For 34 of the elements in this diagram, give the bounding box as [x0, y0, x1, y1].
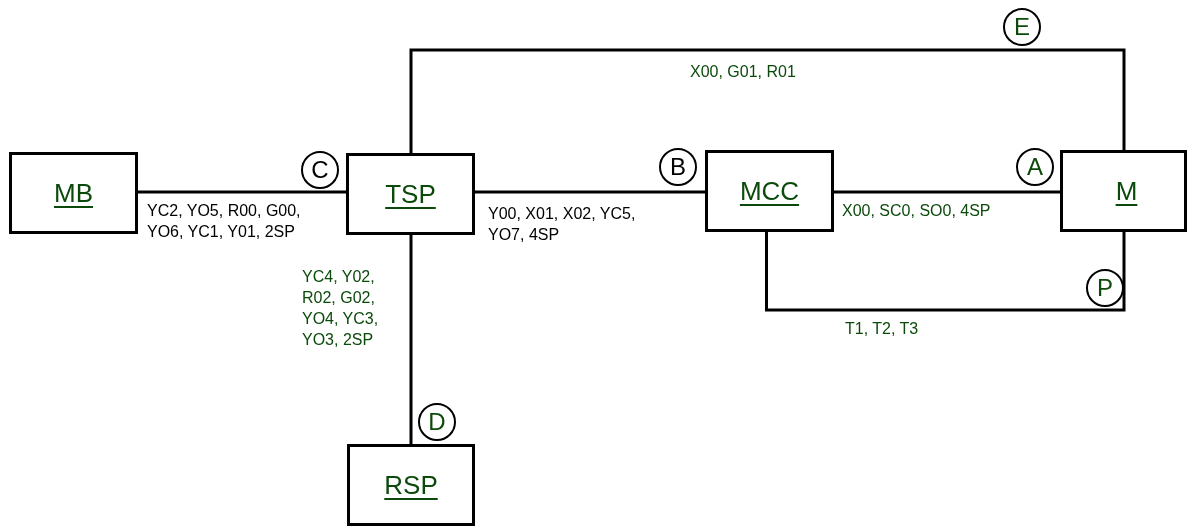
point-letter: E [1014, 15, 1030, 39]
block-name: MB [54, 177, 93, 209]
connector-line [475, 190, 705, 194]
block-box [705, 150, 834, 232]
edge-label: Y00, X01, X02, YC5, YO7, 4SP [488, 205, 636, 243]
edge-label: YC4, Y02, R02, G02, YO4, YC3, YO3, 2SP [302, 268, 379, 348]
point-marker-circle [418, 403, 456, 441]
point-marker-circle [1003, 8, 1041, 46]
block-box [9, 152, 138, 234]
point-letter: P [1097, 276, 1113, 300]
point-letter: C [311, 158, 329, 182]
edge-label: T1, T2, T3 [845, 320, 919, 337]
block-box [347, 444, 475, 526]
connector-line [409, 48, 1126, 153]
edge-label: X00, SC0, SO0, 4SP [842, 202, 991, 219]
point-letter: A [1027, 155, 1043, 179]
point-marker-circle [659, 148, 697, 186]
connector-line [409, 235, 413, 444]
connector-line [765, 232, 1126, 312]
block-box [1060, 150, 1187, 232]
point-letter: D [428, 410, 446, 434]
block-box [346, 153, 475, 235]
point-letter: B [670, 155, 686, 179]
point-marker-circle [301, 151, 339, 189]
block-name: M [1115, 175, 1138, 207]
block-name: TSP [385, 178, 436, 210]
edge-label: X00, G01, R01 [690, 63, 796, 80]
point-marker-circle [1086, 269, 1124, 307]
block-name: RSP [384, 469, 438, 501]
block-name: MCC [739, 175, 800, 207]
connector-line [138, 190, 346, 194]
edge-label: YC2, YO5, R00, G00, YO6, YC1, Y01, 2SP [147, 202, 301, 240]
connector-line [834, 190, 1060, 194]
point-marker-circle [1016, 148, 1054, 186]
